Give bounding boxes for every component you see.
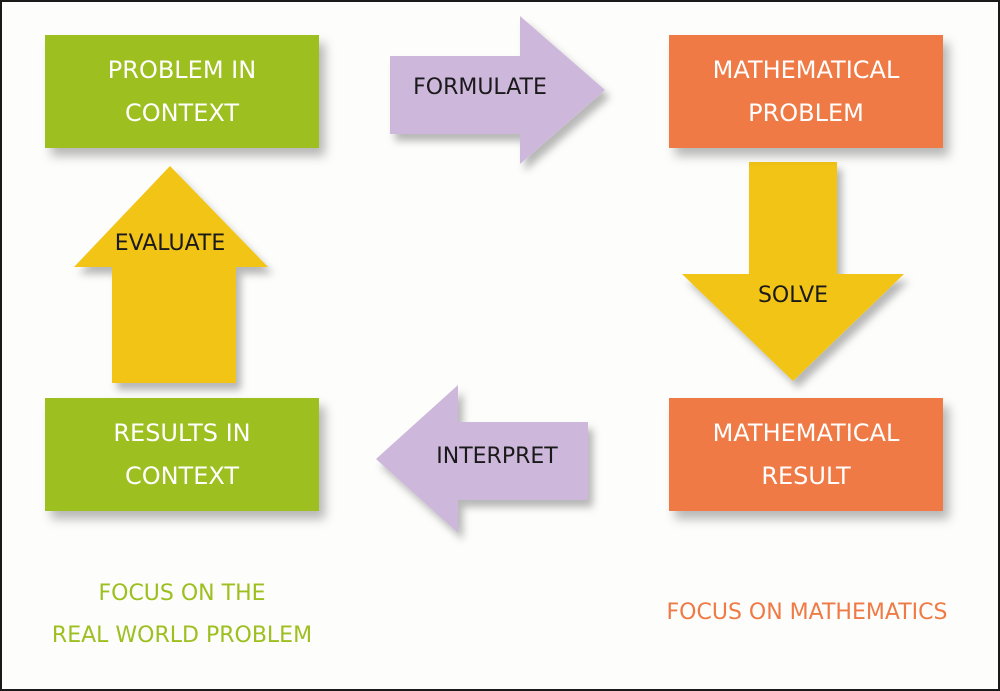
problem-in-context-box: PROBLEM IN CONTEXT: [45, 35, 319, 148]
evaluate-arrow: [74, 166, 268, 383]
interpret-arrow: [376, 385, 588, 533]
box-label-line: PROBLEM IN: [107, 55, 257, 84]
caption-line: FOCUS ON THE: [98, 581, 266, 606]
formulate-arrow: [390, 16, 605, 164]
box-label-line: MATHEMATICAL: [712, 418, 900, 447]
caption-line: REAL WORLD PROBLEM: [51, 623, 313, 648]
mathematical-problem-box: MATHEMATICAL PROBLEM: [669, 35, 943, 148]
mathematics-focus-caption: FOCUS ON MATHEMATICS: [666, 600, 948, 625]
real-world-focus-caption: FOCUS ON THE REAL WORLD PROBLEM: [12, 573, 352, 657]
box-label-line: RESULT: [761, 461, 851, 490]
evaluate-label: EVALUATE: [114, 231, 226, 256]
results-in-context-box: RESULTS IN CONTEXT: [45, 398, 319, 511]
box-label-line: RESULTS IN: [113, 418, 251, 447]
mathematical-result-box: MATHEMATICAL RESULT: [669, 398, 943, 511]
formulate-label: FORMULATE: [413, 75, 547, 100]
box-label-line: PROBLEM: [748, 98, 864, 127]
box-label-line: CONTEXT: [124, 98, 240, 127]
box-label-line: MATHEMATICAL: [712, 55, 900, 84]
interpret-label: INTERPRET: [436, 444, 558, 469]
solve-label: SOLVE: [757, 283, 829, 308]
box-label-line: CONTEXT: [124, 461, 240, 490]
solve-arrow: [682, 162, 904, 381]
